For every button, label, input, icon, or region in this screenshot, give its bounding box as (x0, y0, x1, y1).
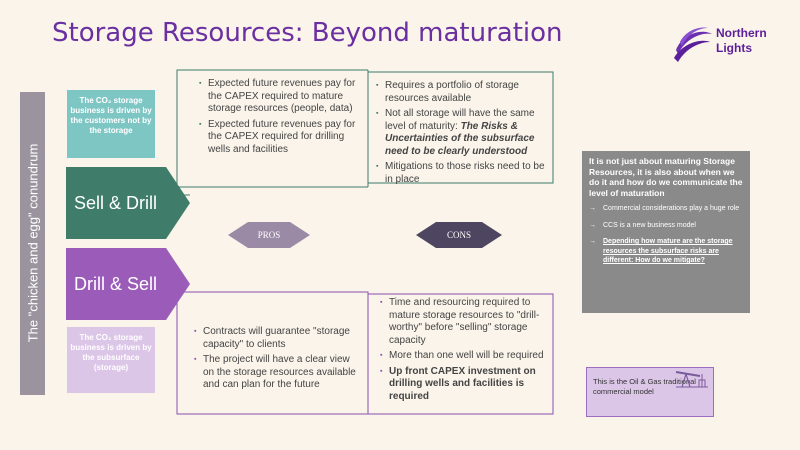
cons-bottom-item: More than one well will be required (380, 350, 548, 363)
cons-bottom-item: Time and resourcing required to mature s… (380, 297, 548, 347)
cons-bottom-item: Up front CAPEX investment on drilling we… (380, 366, 548, 404)
pros-top-item: Expected future revenues pay for the CAP… (199, 119, 364, 157)
sell-drill-arrow: Sell & Drill (66, 167, 190, 239)
pros-top-list: Expected future revenues pay for the CAP… (199, 78, 364, 159)
vertical-bar (20, 92, 45, 395)
drill-sell-arrow: Drill & Sell (66, 248, 190, 320)
cons-top-item: Mitigations to those risks need to be in… (376, 161, 548, 186)
logo-line1: Northern (716, 26, 767, 40)
cons-top-item: Requires a portfolio of storage resource… (376, 80, 548, 105)
cons-label: CONS (446, 230, 471, 240)
sell-drill-label: Sell & Drill (74, 193, 158, 213)
logo-swirl-icon (674, 27, 712, 62)
callout-item: Depending how mature are the storage res… (589, 237, 743, 266)
maturation-callout: It is not just about maturing Storage Re… (582, 151, 750, 313)
callout-item: Commercial considerations play a huge ro… (589, 204, 743, 214)
cons-top-item2-emphasis: The Risks & Uncertainties of the subsurf… (385, 120, 535, 157)
logo-text: Northern Lights (716, 26, 786, 56)
pros-bottom-list: Contracts will guarantee "storage capaci… (194, 326, 360, 395)
northern-lights-logo: Northern Lights (672, 24, 782, 64)
customer-driven-box: The CO₂ storage business is driven by th… (67, 90, 155, 158)
pros-bottom-item: Contracts will guarantee "storage capaci… (194, 326, 360, 351)
cons-top-list: Requires a portfolio of storage resource… (376, 80, 548, 189)
cons-diamond: CONS (416, 222, 502, 248)
subsurface-driven-box: The CO₂ storage business is driven by th… (67, 327, 155, 393)
page-title: Storage Resources: Beyond maturation (52, 18, 563, 48)
pros-top-item: Expected future revenues pay for the CAP… (199, 78, 364, 116)
cons-top-item: Not all storage will have the same level… (376, 108, 548, 158)
drill-sell-label: Drill & Sell (74, 274, 158, 294)
pros-bottom-item: The project will have a clear view on th… (194, 354, 360, 392)
callout-item: CCS is a new business model (589, 221, 743, 231)
cons-bottom-list: Time and resourcing required to mature s… (380, 297, 548, 406)
pros-label: PROS (257, 230, 281, 240)
pros-diamond: PROS (228, 222, 310, 248)
cons-top-item2-text: Not all storage will have the same level… (385, 108, 535, 132)
logo-line2: Lights (716, 41, 752, 55)
callout-heading: It is not just about maturing Storage Re… (589, 156, 743, 198)
oil-pump-icon (675, 371, 708, 388)
